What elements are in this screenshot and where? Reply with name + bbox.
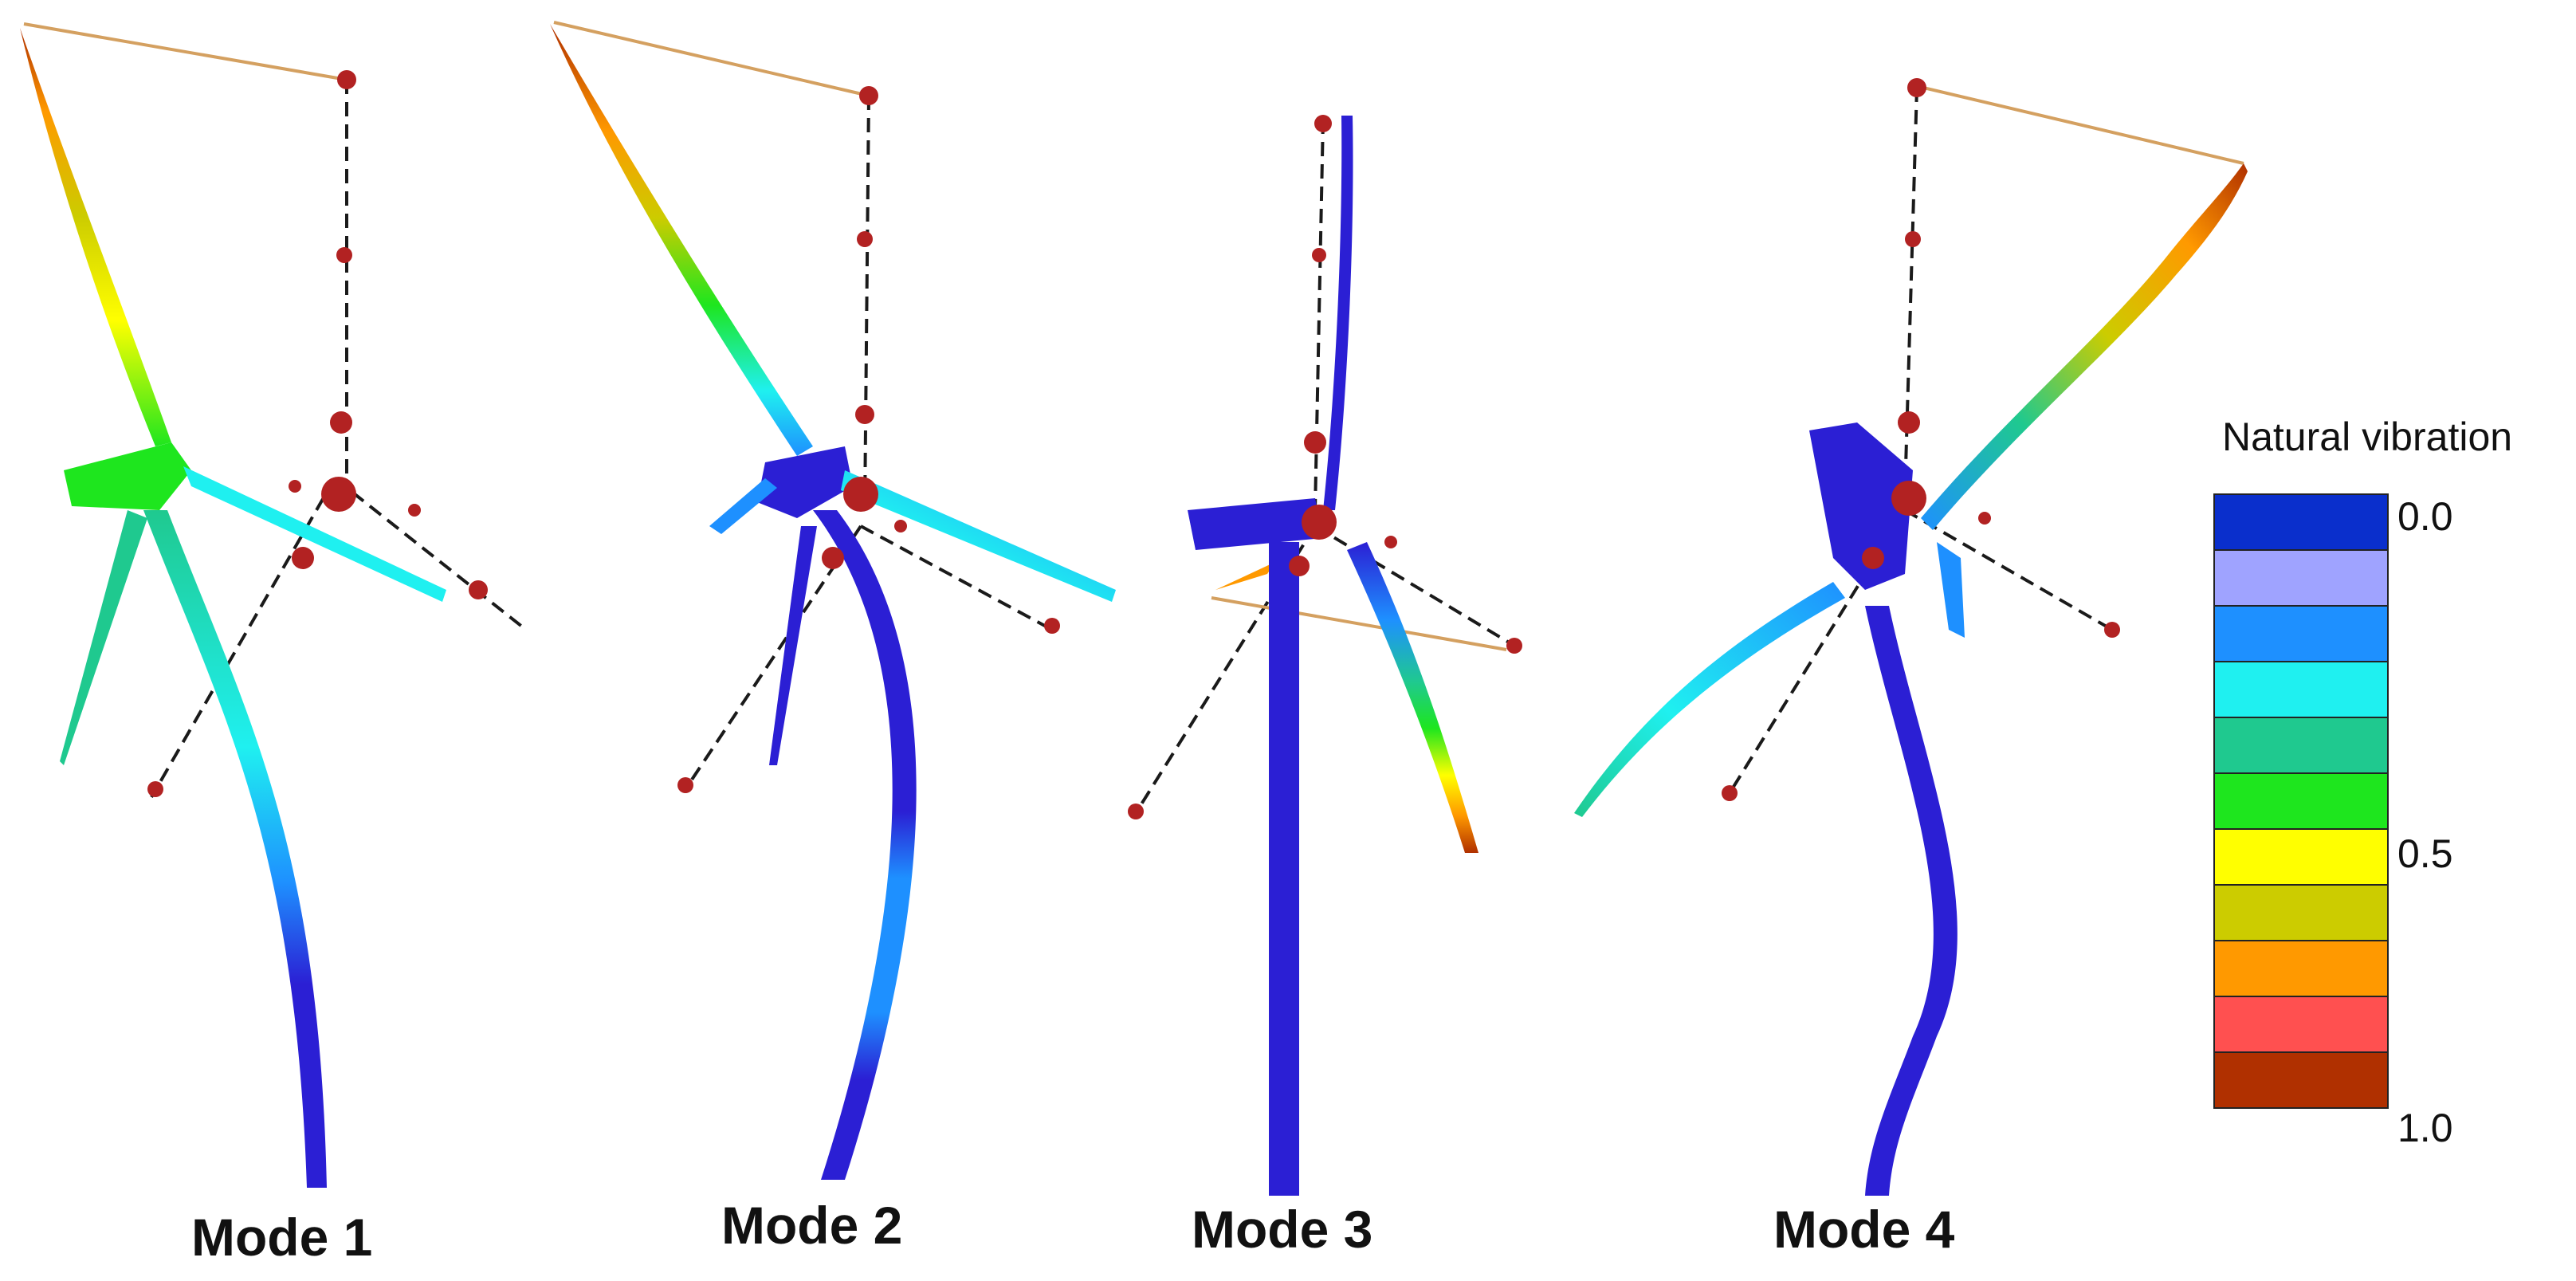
color-legend: Natural vibration 0.0 0.5 1.0 [2213, 415, 2512, 1150]
mode-4-hub [1809, 422, 1913, 590]
legend-tick-1: 0.5 [2397, 831, 2453, 876]
mode-2-label: Mode 2 [721, 1196, 902, 1255]
mode-2-cable [553, 21, 870, 97]
legend-swatch-6 [2213, 828, 2389, 886]
mode-1-blade-left [60, 510, 147, 765]
legend-tick-0: 0.0 [2397, 494, 2453, 539]
mode-3-blade-upper [1323, 116, 1353, 510]
mode-2-blade-upper [550, 24, 813, 456]
mode-4-secondary-rotor [1727, 87, 2114, 795]
mode-4-joints [1722, 78, 2120, 801]
mode-2-secondary-rotor [683, 95, 1054, 791]
mode-2-tower-lower-left [769, 526, 817, 765]
legend-tick-2: 1.0 [2397, 1106, 2453, 1150]
mode-4-blade-lower [1574, 582, 1845, 817]
legend-swatch-8 [2213, 940, 2389, 997]
mode-2-blade-right [841, 470, 1116, 602]
mode-1-diagram [20, 22, 528, 1188]
legend-swatch-7 [2213, 884, 2389, 941]
legend-swatches [2213, 493, 2389, 1109]
mode-2-hub [757, 446, 853, 518]
mode-2-joints [677, 86, 1060, 793]
legend-swatch-2 [2213, 605, 2389, 662]
mode-4-blade-upper [1921, 163, 2248, 530]
mode-1-blade-right [183, 466, 446, 602]
legend-swatch-3 [2213, 661, 2389, 718]
mode-2-tower [813, 510, 917, 1180]
mode-3-cable [1211, 596, 1507, 651]
mode-3-blade-lower [1347, 542, 1478, 853]
mode-3-joints [1128, 115, 1522, 819]
mode-4-tower-lattice [1728, 87, 2113, 795]
mode-2-tower-lattice [684, 95, 1053, 791]
mode-3-hub [1188, 498, 1323, 550]
mode-1-arm-lattice [150, 477, 528, 798]
mode-4-label: Mode 4 [1773, 1200, 1955, 1259]
legend-swatch-9 [2213, 996, 2389, 1053]
mode-3-blade-left [1215, 562, 1275, 590]
legend-swatch-4 [2213, 717, 2389, 774]
mode-3-tower [1269, 542, 1299, 1196]
mode-1-cable [23, 22, 348, 81]
mode-3-label: Mode 3 [1192, 1200, 1372, 1259]
mode-4-blade-right [1937, 542, 1965, 638]
legend-swatch-0 [2213, 493, 2389, 551]
mode-4-tower [1865, 606, 1958, 1196]
legend-swatch-10 [2213, 1051, 2389, 1109]
mode-3-diagram [1128, 115, 1522, 1196]
mode-1-joints [147, 70, 488, 797]
mode-1-blade-upper [20, 28, 171, 446]
mode-4-cable [1916, 84, 2244, 165]
mode-1-tower [143, 510, 327, 1188]
mode-4-diagram [1574, 78, 2248, 1196]
mode-2-blade-left [709, 478, 777, 534]
mode-2-diagram [550, 21, 1116, 1180]
legend-title: Natural vibration [2222, 415, 2512, 459]
legend-swatch-5 [2213, 772, 2389, 830]
mode-3-tower-lattice [1134, 119, 1516, 815]
mode-1-hub [64, 442, 191, 510]
legend-swatch-1 [2213, 549, 2389, 607]
mode-3-secondary-rotor [1133, 119, 1516, 815]
mode-1-label: Mode 1 [191, 1208, 372, 1267]
